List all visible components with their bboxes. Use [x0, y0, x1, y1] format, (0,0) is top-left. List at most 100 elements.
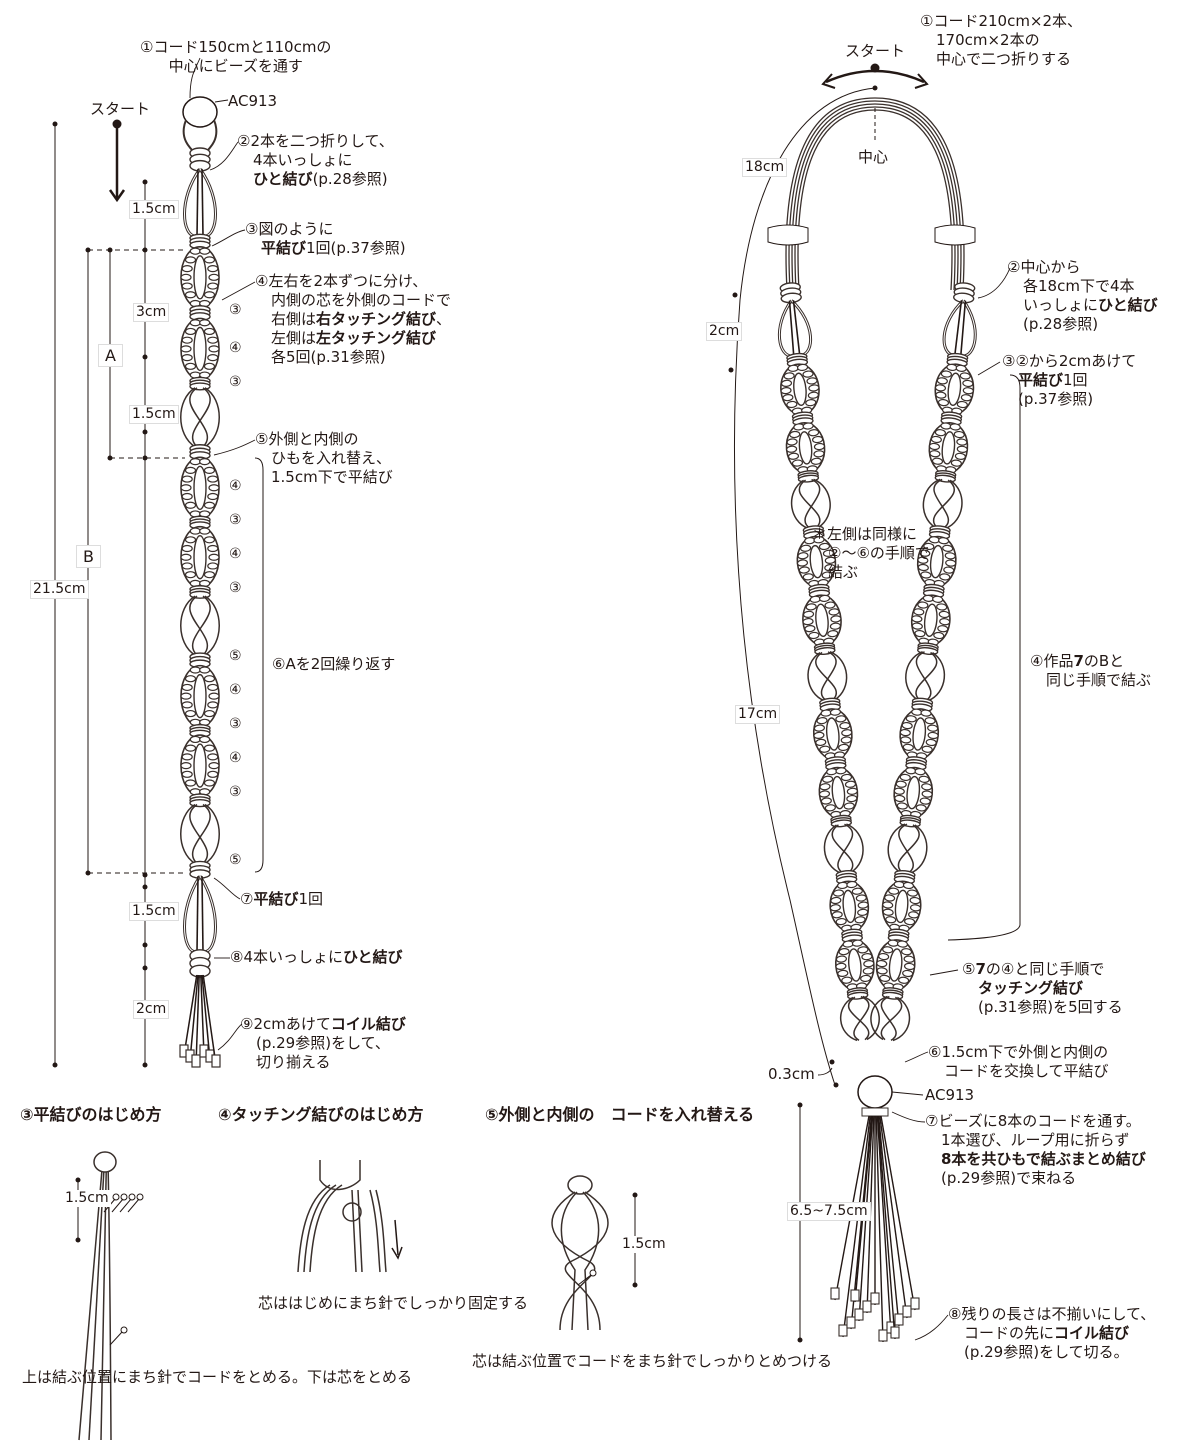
- text-line: いっしょにひと結び: [1007, 296, 1158, 315]
- text-line: cm: [644, 1236, 666, 1252]
- bead-left: [182, 96, 218, 159]
- text-line: 左側は左タッチング結び: [255, 329, 451, 348]
- right-chain-right-side: [870, 282, 977, 1042]
- text-line: 1本選び、ループ用に折らず: [941, 1131, 1130, 1149]
- step-marker: ④: [229, 478, 242, 494]
- dim-tail-length: 6.5~7.5cm: [787, 1202, 871, 1221]
- note-step1-left: ①コード150cmと110cmの中心にビーズを通す: [140, 38, 331, 76]
- bead-label-left: AC913: [228, 92, 278, 110]
- note-step9-left: ⑨2cmあけてコイル結び(p.29参照)をして、切り揃える: [240, 1015, 406, 1072]
- bold-term: 7: [975, 960, 986, 978]
- bold-term: ひと結び: [343, 948, 403, 966]
- text-line: 1.5: [132, 201, 155, 217]
- note-step2-left: ②2本を二つ折りして、4本いっしょにひと結び(p.28参照): [237, 132, 394, 189]
- text-line: 7.5: [824, 1203, 847, 1219]
- text-line: コードの先にコイル結び: [948, 1324, 1155, 1343]
- text-line: cm: [154, 903, 176, 919]
- text-line: ⑤7の④と同じ手順で: [962, 960, 1123, 979]
- text-line: ①コード150cmと110cmの: [140, 38, 332, 56]
- left-macrame-chain: [180, 147, 220, 978]
- bold-term: コイル結び: [330, 1015, 406, 1033]
- note-step5-right: ⑤7の④と同じ手順でタッチング結び(p.31参照)を5回する: [962, 960, 1123, 1017]
- text-line: ⑤外側と内側の: [485, 1105, 595, 1124]
- text-line: 中心で二つ折りする: [936, 50, 1072, 68]
- text-line: 平結び1回: [1002, 371, 1136, 390]
- note-step3-right: ③②から2cmあけて平結び1回(p.37参照): [1002, 352, 1136, 409]
- text-line: ④作品7のBと: [1030, 652, 1151, 671]
- text-line: ③図のように: [245, 220, 334, 238]
- note-step6-left: ⑥Aを2回繰り返す: [272, 655, 395, 674]
- text-line: ⑦ビーズに8本のコードを通す。: [925, 1112, 1141, 1130]
- text-line: 右側は右タッチング結び、: [255, 310, 451, 329]
- right-tassel: [830, 1115, 920, 1343]
- text-line: ②2本を二つ折りして、: [237, 132, 394, 150]
- text-line: ＊左側は同様に: [812, 525, 918, 543]
- text-line: cm: [144, 304, 167, 320]
- text-line: 各5回(p.31参照): [271, 348, 386, 366]
- note-step1-right: ①コード210cm×2本、170cm×2本の中心で二つ折りする: [920, 12, 1082, 69]
- text-segment: ⑤: [962, 960, 976, 978]
- text-segment: 1回(p.37参照): [306, 239, 406, 257]
- text-segment: コードの先に: [964, 1324, 1055, 1342]
- bold-term: 右タッチング結び: [316, 310, 437, 328]
- text-line: 1.5: [622, 1236, 645, 1252]
- step-marker: ③: [229, 512, 242, 528]
- text-segment: 1回: [1063, 371, 1088, 389]
- note-step3-left: ③図のように平結び1回(p.37参照): [245, 220, 406, 258]
- step-marker: ③: [229, 580, 242, 596]
- bead-label-right: AC913: [925, 1086, 975, 1104]
- right-arch-cords: [767, 97, 976, 291]
- step-marker: ④: [229, 682, 242, 698]
- howto-caption-swap: 芯は結ぶ位置でコードをまち針でしっかりとめつける: [472, 1352, 832, 1371]
- note-step6-right: ⑥1.5cm下で外側と内側のコードを交換して平結び: [928, 1043, 1109, 1081]
- text-line: 17: [738, 706, 756, 722]
- leader-lines: [189, 57, 1011, 1341]
- dim-18cm: 18cm: [742, 158, 788, 177]
- dim-1-5cm-bottom: 1.5cm: [129, 902, 179, 921]
- bold-term: 8本を共ひもで結ぶまとめ結び: [941, 1150, 1146, 1168]
- text-line: ひもを入れ替え、: [271, 449, 392, 467]
- section-A-label: A: [98, 344, 123, 367]
- text-segment: 1回: [298, 890, 324, 908]
- note-step4-right: ④作品7のBと同じ手順で結ぶ: [1030, 652, 1151, 690]
- howto-caption-tatting: 芯ははじめにまち針でしっかり固定する: [258, 1294, 528, 1313]
- text-line: 内側の芯を外側のコードで: [271, 291, 452, 309]
- text-line: 3: [136, 304, 145, 320]
- text-line: cm: [87, 1190, 109, 1206]
- howto-tatting-diagram: [297, 1160, 403, 1273]
- text-segment: 右側は: [271, 310, 317, 328]
- start-label-left: スタート: [90, 100, 151, 118]
- step-marker: ③: [229, 716, 242, 732]
- text-line: cm: [846, 1203, 868, 1219]
- text-line: コードを入れ替える: [610, 1105, 755, 1124]
- text-line: ④左右を2本ずつに分け、: [255, 272, 428, 290]
- bold-term: コイル結び: [1054, 1324, 1130, 1342]
- step-marker: ④: [229, 750, 242, 766]
- text-line: 1.5: [132, 406, 155, 422]
- text-segment: 左側は: [271, 329, 317, 347]
- dim-1-5cm-mid: 1.5cm: [129, 405, 179, 424]
- text-line: 芯ははじめにまち針で: [258, 1294, 409, 1312]
- text-line: 1.5: [132, 903, 155, 919]
- text-line: とめる。下は芯をとめる: [247, 1368, 413, 1386]
- text-line: 4本いっしょに: [253, 151, 353, 169]
- text-line: 上は結ぶ位置に: [22, 1368, 128, 1386]
- note-step8-right: ⑧残りの長さは不揃いにして、コードの先にコイル結び(p.29参照)をして切る。: [948, 1305, 1155, 1362]
- howto-caption-square-knot: 上は結ぶ位置にまち針でコードをとめる。下は芯をとめる: [22, 1368, 412, 1387]
- text-line: ②〜⑥の手順で: [828, 544, 930, 562]
- bold-term: 左タッチング結び: [316, 329, 437, 347]
- step-marker: ⑤: [229, 852, 242, 868]
- dim-17cm: 17cm: [735, 705, 781, 724]
- text-line: ⑥1.5cm下で外側と内側の: [928, 1043, 1109, 1061]
- howto-title-tatting: ④タッチング結びのはじめ方: [218, 1105, 424, 1124]
- text-line: (p.29参照)をして、: [256, 1034, 390, 1052]
- step-marker: ④: [229, 546, 242, 562]
- text-line: 170cm×2本の: [936, 31, 1040, 49]
- text-line: 各18cm下で4本: [1023, 277, 1135, 295]
- step-marker: ③: [229, 374, 242, 390]
- text-line: 平結び1回(p.37参照): [245, 239, 406, 258]
- dim-0-3cm: 0.3cm: [768, 1065, 815, 1083]
- text-line: 1.5: [65, 1190, 88, 1206]
- text-line: タッチング結び: [962, 979, 1123, 998]
